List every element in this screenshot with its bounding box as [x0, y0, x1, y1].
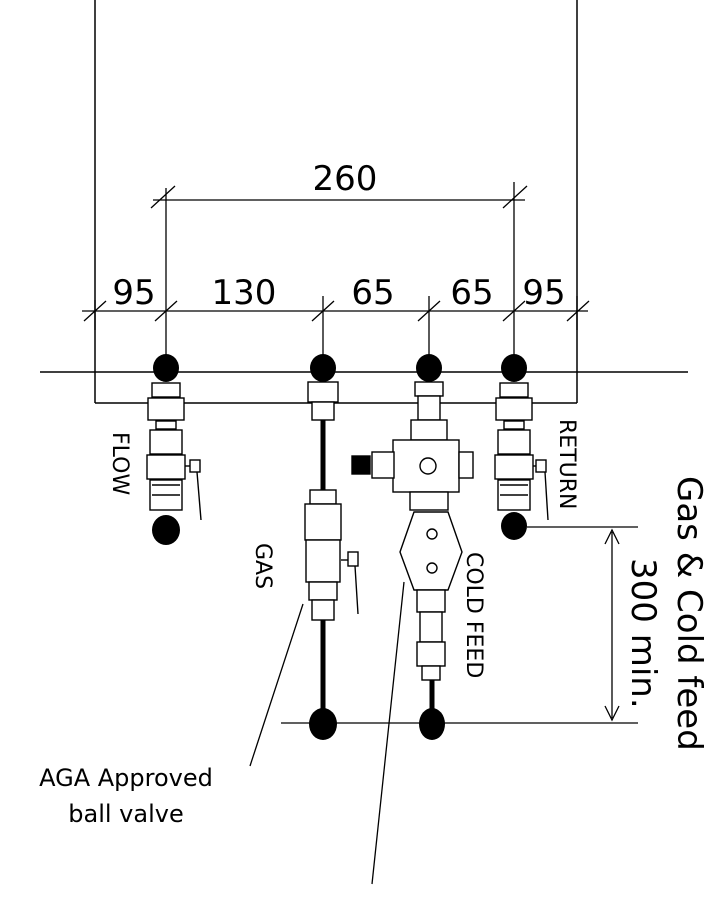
pipe-connection-dots [153, 354, 527, 382]
cold-feed-bottom-dot [419, 708, 445, 740]
dim-overall-label: 260 [313, 159, 378, 199]
return-valve [494, 382, 549, 521]
appliance-outline [40, 0, 688, 404]
gas-pipe [304, 381, 359, 712]
flow-valve [146, 382, 202, 521]
valve-note-line1: AGA Approved [39, 764, 213, 792]
dim-segment-4-label: 65 [450, 273, 493, 313]
dim-segment-1-label: 95 [112, 273, 155, 313]
clearance-value: 300 min. [623, 558, 663, 709]
flow-label: FLOW [107, 432, 132, 495]
dim-segment-2-label: 130 [212, 273, 277, 313]
clearance-title: Gas & Cold feed [669, 476, 709, 751]
leader-lines [249, 581, 405, 885]
cold-feed-label: COLD FEED [461, 552, 486, 678]
dim-segment-3-label: 65 [351, 273, 394, 313]
valve-note-line2: ball valve [68, 800, 183, 828]
flow-bottom-dot [152, 515, 180, 545]
cold-feed-assembly [351, 381, 474, 712]
gas-bottom-dot [309, 708, 337, 740]
return-label: RETURN [554, 419, 579, 509]
return-bottom-dot [501, 512, 527, 540]
dimension-lines [82, 182, 590, 358]
dim-segment-5-label: 95 [522, 273, 565, 313]
clearance-dimension [281, 526, 638, 724]
gas-label: GAS [250, 543, 275, 589]
